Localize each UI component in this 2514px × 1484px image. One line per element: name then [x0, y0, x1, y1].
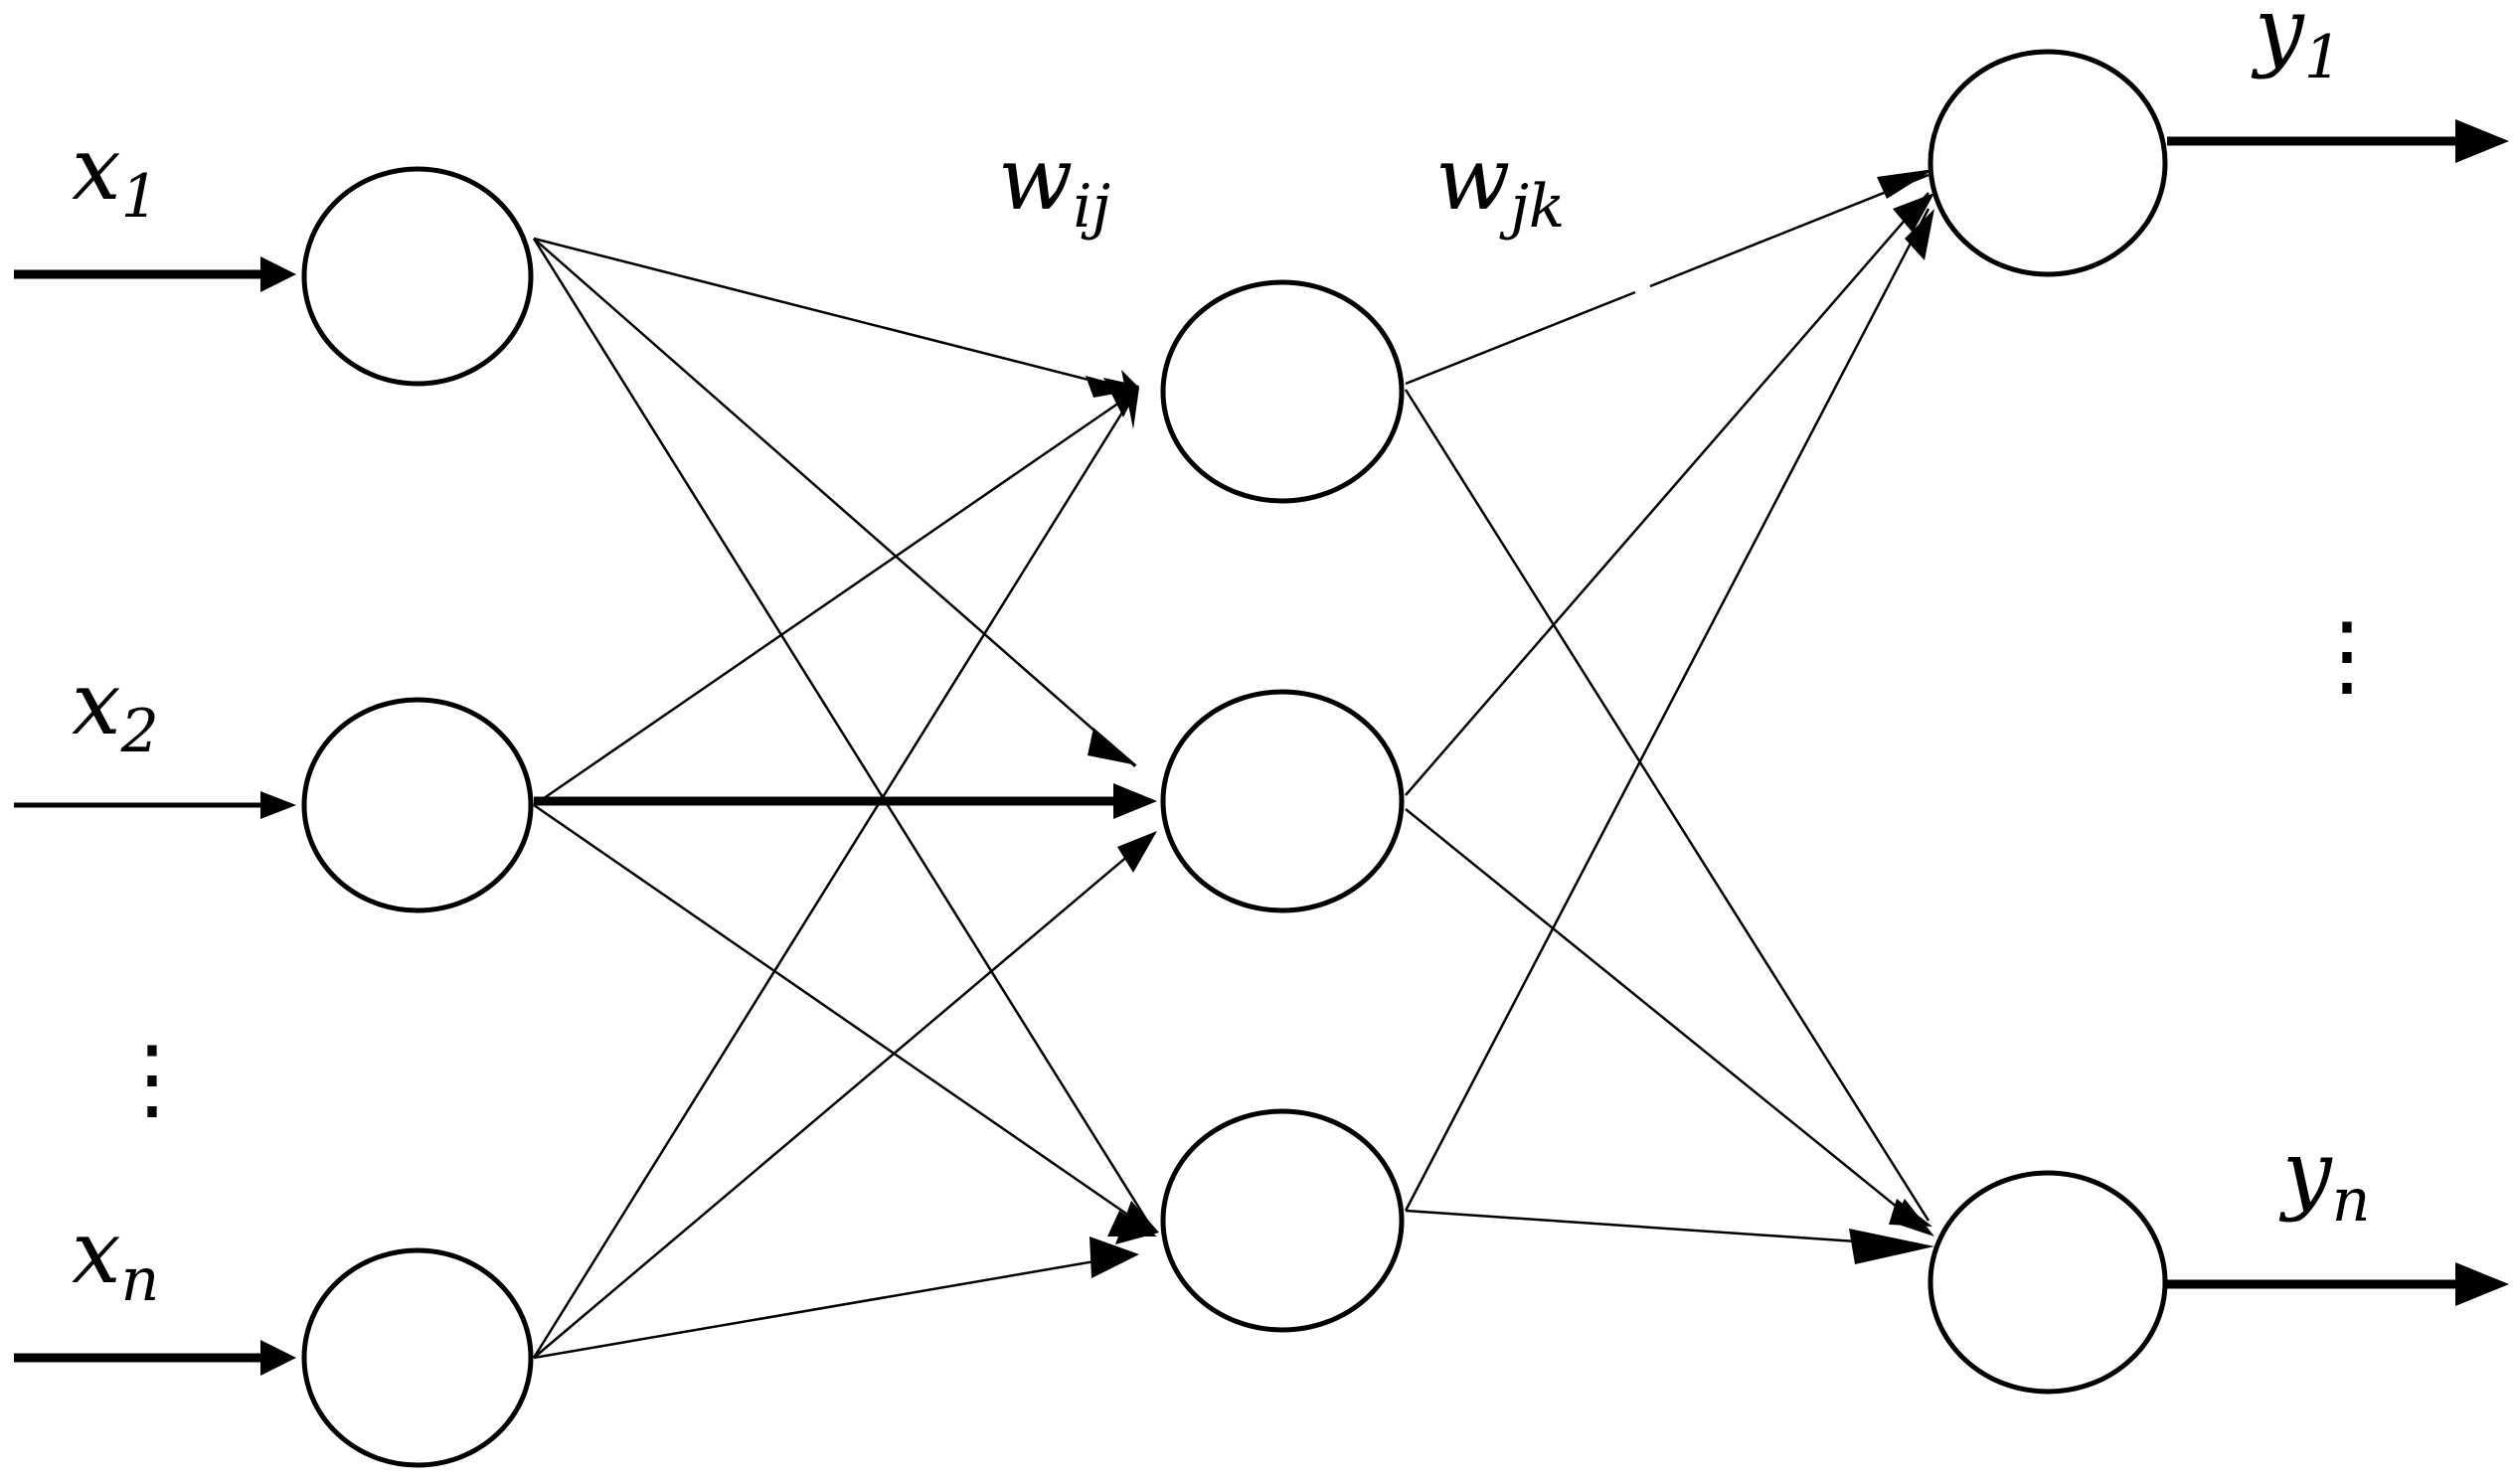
output-node-n — [1927, 1170, 2168, 1395]
edge-in1-h1 — [533, 237, 1136, 394]
label-y1: y1 — [2251, 0, 2342, 92]
hidden-arrowheads — [1086, 370, 1159, 1278]
edge-h1-on — [1404, 389, 1930, 1222]
output-ellipsis: ⋮ — [2302, 603, 2392, 708]
arrowhead-h3-b — [1115, 1201, 1159, 1244]
edge-h1-o1-b — [1649, 173, 1929, 288]
label-x2: x2 — [72, 652, 159, 766]
arrowhead-on-b — [1893, 1199, 1934, 1237]
hidden-node-2 — [1160, 689, 1405, 913]
edge-h2-o1 — [1405, 192, 1929, 796]
arrowhead-h2-b — [1113, 783, 1157, 819]
input-ellipsis: ⋮ — [107, 1027, 197, 1131]
arrowhead-h2-a — [1088, 728, 1137, 765]
edge-in2-h1 — [533, 390, 1136, 807]
arrowhead-on-c — [1849, 1229, 1934, 1264]
input-hidden-connections — [532, 237, 1157, 1360]
weight-labels: wij wjk — [998, 127, 1565, 242]
edge-in2-h3 — [533, 803, 1156, 1236]
input-arrowhead-xn — [260, 1340, 296, 1376]
label-x1: x1 — [72, 117, 159, 232]
hidden-node-1 — [1160, 279, 1405, 504]
hidden-node-3 — [1160, 1108, 1405, 1333]
arrowhead-h3-c — [1089, 1237, 1139, 1278]
edge-inn-h3 — [533, 1252, 1136, 1360]
arrowhead-h1-c — [1121, 370, 1139, 429]
output-labels: y1 ⋮ yn — [2251, 0, 2392, 1236]
input-node-2 — [301, 697, 534, 913]
label-wjk: wjk — [1435, 127, 1565, 242]
label-wij: wij — [998, 127, 1110, 242]
input-node-n — [301, 1247, 534, 1468]
output-arrowhead-yn — [2455, 1262, 2509, 1306]
input-layer — [301, 166, 534, 1468]
input-labels: x1 x2 ⋮ xn — [72, 117, 197, 1315]
edge-inn-h1 — [532, 391, 1137, 1359]
edge-inn-h2 — [533, 832, 1156, 1359]
edge-h1-o1 — [1405, 290, 1636, 386]
input-arrowhead-x1 — [260, 256, 296, 292]
edge-in1-h3 — [532, 238, 1157, 1235]
input-arrowhead-x2 — [260, 791, 296, 819]
arrowhead-o1-a — [1877, 169, 1934, 199]
arrowhead-o1-b — [1893, 193, 1934, 233]
edge-h3-on — [1405, 1209, 1929, 1248]
edge-h2-on — [1405, 808, 1929, 1234]
arrowhead-h2-c — [1117, 831, 1157, 873]
output-arrowhead-y1 — [2455, 119, 2509, 163]
input-arrows — [14, 256, 296, 1376]
label-yn: yn — [2278, 1121, 2370, 1236]
output-node-1 — [1927, 49, 2168, 277]
output-layer — [1927, 49, 2168, 1395]
edge-h3-o1 — [1404, 208, 1930, 1212]
output-arrowheads — [1849, 169, 1934, 1264]
edge-in1-h2 — [533, 238, 1136, 767]
hidden-layer — [1160, 279, 1405, 1333]
output-arrows — [2167, 119, 2509, 1306]
label-xn: xn — [72, 1201, 159, 1315]
input-node-1 — [301, 166, 534, 387]
hidden-output-connections — [1404, 173, 1930, 1248]
arrowhead-o1-c — [1905, 209, 1934, 260]
